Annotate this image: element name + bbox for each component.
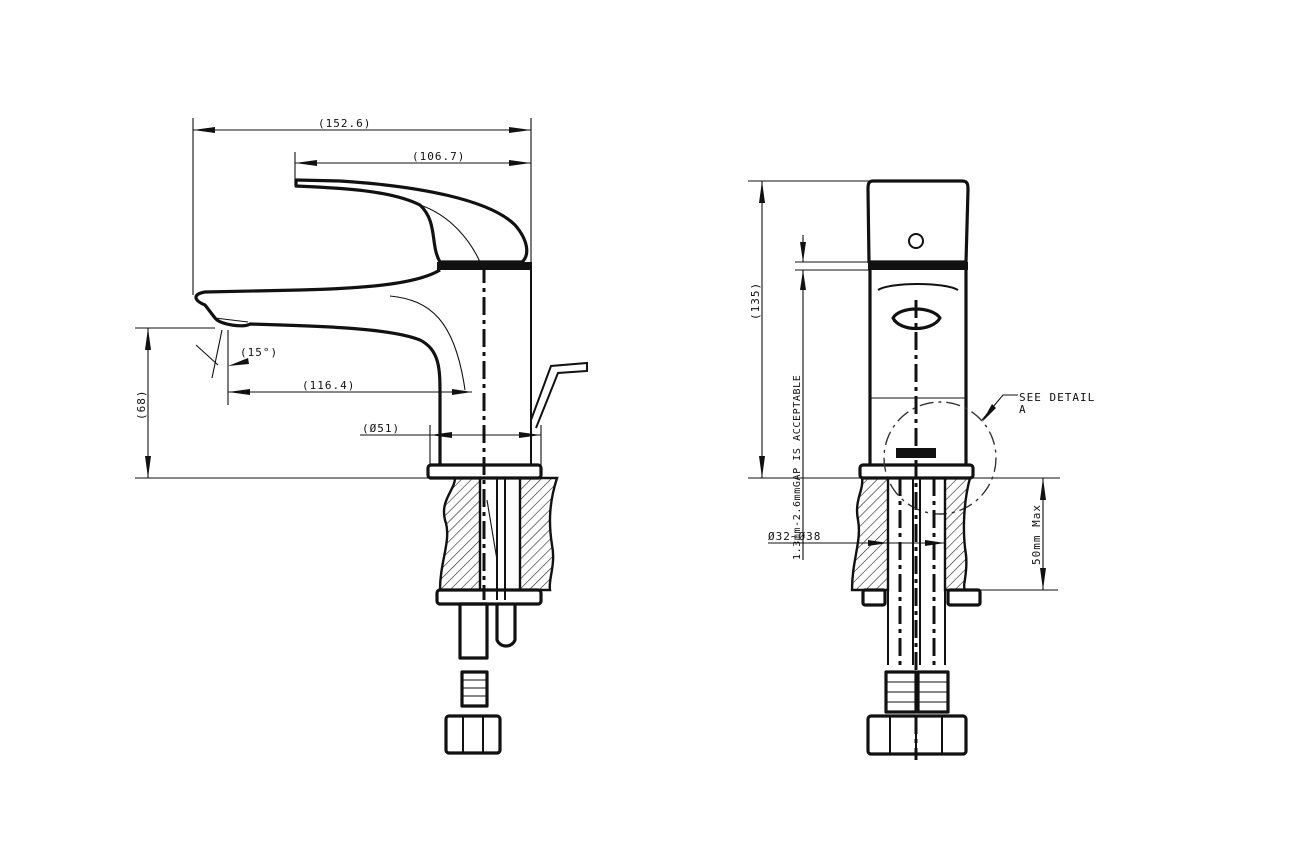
countertop-section-right [518, 476, 559, 592]
side-view: (152.6) (106.7) (15°) [135, 117, 588, 755]
aerator [891, 307, 942, 331]
mounting-nut [435, 588, 543, 606]
countertop-section-right [943, 476, 972, 592]
spout-height-label: (68) [135, 390, 148, 421]
handle-cap [866, 179, 970, 264]
mounting-nut-left [861, 588, 887, 607]
overall-length-label: (152.6) [318, 117, 371, 130]
hole-diameter-label: Ø32~Ø38 [768, 530, 821, 543]
detail-letter: A [1019, 403, 1027, 416]
dimension-gap: 1.3mm-2.6mmGAP IS ACCEPTABLE [792, 235, 870, 560]
dimension-spout-reach: (116.4) [228, 379, 472, 395]
spout-angle-label: (15°) [240, 346, 278, 359]
hose-connectors [866, 670, 968, 756]
dimension-hole-diameter: Ø32~Ø38 [768, 530, 945, 546]
base-plate [426, 463, 543, 480]
dimension-overall-length: (152.6) [192, 117, 532, 295]
dimension-overall-height: (135) [748, 180, 870, 478]
see-detail-label: SEE DETAIL [1019, 391, 1095, 404]
front-view: (135) 1.3mm-2.6mmGAP IS ACCEPTABLE [748, 179, 1095, 760]
countertop-section-left [850, 476, 890, 592]
detail-a-circle [883, 401, 997, 515]
indicator-dot [908, 233, 924, 249]
supply-shank [458, 602, 489, 660]
dimension-counter-thickness: 50mm Max [980, 478, 1058, 591]
side-lever [530, 361, 588, 429]
handle-length-label: (106.7) [412, 150, 465, 163]
dimension-handle-length: (106.7) [294, 150, 531, 183]
dimension-spout-height: (68) [135, 327, 215, 478]
lever-handle [294, 178, 529, 264]
overall-height-label: (135) [749, 282, 762, 320]
dimension-base-diameter: (Ø51) [360, 422, 542, 465]
set-screw [896, 448, 936, 458]
dimension-spout-angle: (15°) [195, 329, 278, 405]
counter-thickness-label: 50mm Max [1030, 504, 1043, 565]
mounting-nut-right [946, 588, 982, 607]
hex-nut [444, 714, 502, 755]
spout-reach-label: (116.4) [302, 379, 355, 392]
gap-note: 1.3mm-2.6mmGAP IS ACCEPTABLE [792, 375, 803, 560]
hose-connector [460, 670, 489, 708]
countertop-section-left [438, 476, 482, 592]
base-diameter-label: (Ø51) [362, 422, 400, 435]
spout [194, 268, 442, 465]
